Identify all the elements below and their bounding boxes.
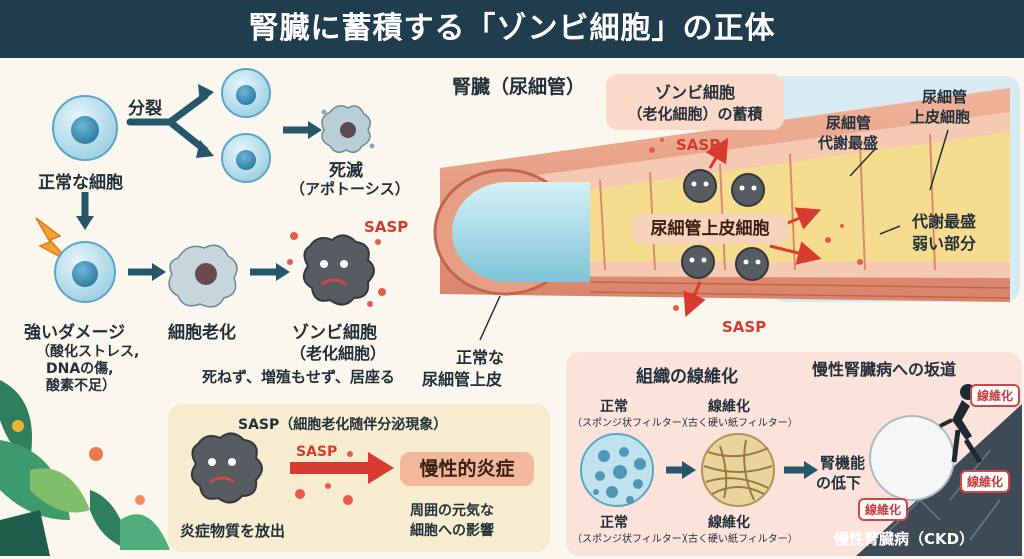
ckd-heading: 慢性腎臓病への坂道: [812, 360, 957, 379]
bubble-line-2: （老化細胞）の蓄積: [627, 105, 763, 123]
fibrosis-tag-3: 線維化: [858, 498, 909, 521]
senescence-label: 細胞老化: [168, 323, 236, 343]
damaged-cell-graphic: [54, 241, 116, 303]
accumulation-bubble: ゾンビ細胞 （老化細胞）の蓄積: [606, 74, 784, 130]
person-pushing-icon: [939, 384, 983, 464]
sasp-top-label: SASP: [676, 136, 721, 154]
metab-top-1: 尿細管: [826, 114, 872, 132]
normal-tubule-label-2: 尿細管上皮: [422, 370, 503, 389]
bubble-line-1: ゾンビ細胞: [654, 83, 735, 102]
daughter-cell-bottom: [221, 133, 271, 183]
damage-title: 強いダメージ: [24, 323, 126, 343]
fib-bottom-label: 線維化: [708, 515, 750, 531]
weak-part-label-1: 代謝最盛: [912, 212, 977, 231]
zombie-label: ゾンビ細胞: [292, 323, 377, 343]
title-bar: [0, 0, 1024, 58]
decorative-leaves: [0, 380, 170, 556]
ckd-label: 慢性腎臓病（CKD）: [834, 530, 975, 548]
death-label: 死滅: [329, 161, 363, 181]
epithelial-cell-label: 尿細管上皮細胞: [632, 214, 788, 244]
normal-top-sub: （スポンジ状フィルター）: [572, 418, 692, 429]
fibrosis-heading: 組織の線維化: [636, 367, 738, 387]
apoptosis-label: （アポトーシス）: [290, 180, 410, 198]
damage-detail-3: 酸素不足）: [46, 378, 116, 394]
fib-bottom-sub: （古く硬い紙フィルター）: [678, 534, 798, 545]
damage-detail-2: DNAの傷,: [46, 361, 114, 377]
effect-label-1: 周囲の元気な: [410, 503, 494, 519]
kidney-heading: 腎臓（尿細管）: [452, 76, 586, 98]
fibrosis-tag-1: 線維化: [970, 384, 1021, 407]
normal-bottom-sub: （スポンジ状フィルター）: [572, 534, 692, 545]
normal-tubule-label-1: 正常な: [455, 348, 504, 367]
zombie-sub-label: （老化細胞）: [290, 344, 387, 363]
zombie-cell-graphic: [287, 232, 386, 307]
page-title: 腎臓に蓄積する「ゾンビ細胞」の正体: [248, 11, 776, 46]
sasp-heading: SASP（細胞老化随伴分泌現象）: [238, 417, 448, 433]
boulder-graphic: [869, 415, 955, 501]
normal-cell-label: 正常な細胞: [38, 173, 123, 193]
epi-cell-label-2: 上皮細胞: [910, 108, 971, 126]
normal-cell-graphic: [52, 95, 118, 161]
tubule-zombie-cluster: [681, 169, 769, 281]
sasp-bottom-label: SASP: [722, 318, 767, 336]
function-label-1: 腎機能: [820, 454, 866, 472]
normal-filter-graphic: [580, 433, 654, 507]
daughter-cell-top: [221, 68, 271, 118]
fibrosis-tag-2: 線維化: [960, 470, 1011, 493]
metab-top-2: 代謝最盛: [818, 134, 879, 152]
normal-bottom-label: 正常: [600, 515, 628, 531]
fibrosis-filter-graphic: [701, 433, 775, 507]
apoptotic-cell-graphic: [321, 105, 375, 153]
function-label-2: の低下: [816, 474, 862, 492]
senescent-cell-graphic: [168, 244, 238, 308]
effect-label-2: 細胞への影響: [410, 523, 494, 539]
inflammation-box: 慢性的炎症: [400, 452, 534, 486]
epi-cell-label-1: 尿細管: [922, 88, 968, 106]
damage-detail-1: （酸化ストレス,: [36, 344, 140, 360]
split-label: 分裂: [128, 99, 162, 119]
sasp-tag-left: SASP: [364, 218, 409, 236]
fib-top-sub: （古く硬い紙フィルター）: [678, 418, 798, 429]
weak-part-label-2: 弱い部分: [912, 234, 977, 253]
fib-top-label: 線維化: [708, 399, 750, 415]
sasp-arrow-label: SASP: [296, 444, 338, 460]
zombie-note: 死ねず、増殖もせず、居座る: [202, 368, 395, 386]
normal-top-label: 正常: [600, 399, 628, 415]
release-label: 炎症物質を放出: [180, 522, 286, 540]
sasp-zombie-cell: [190, 432, 263, 504]
